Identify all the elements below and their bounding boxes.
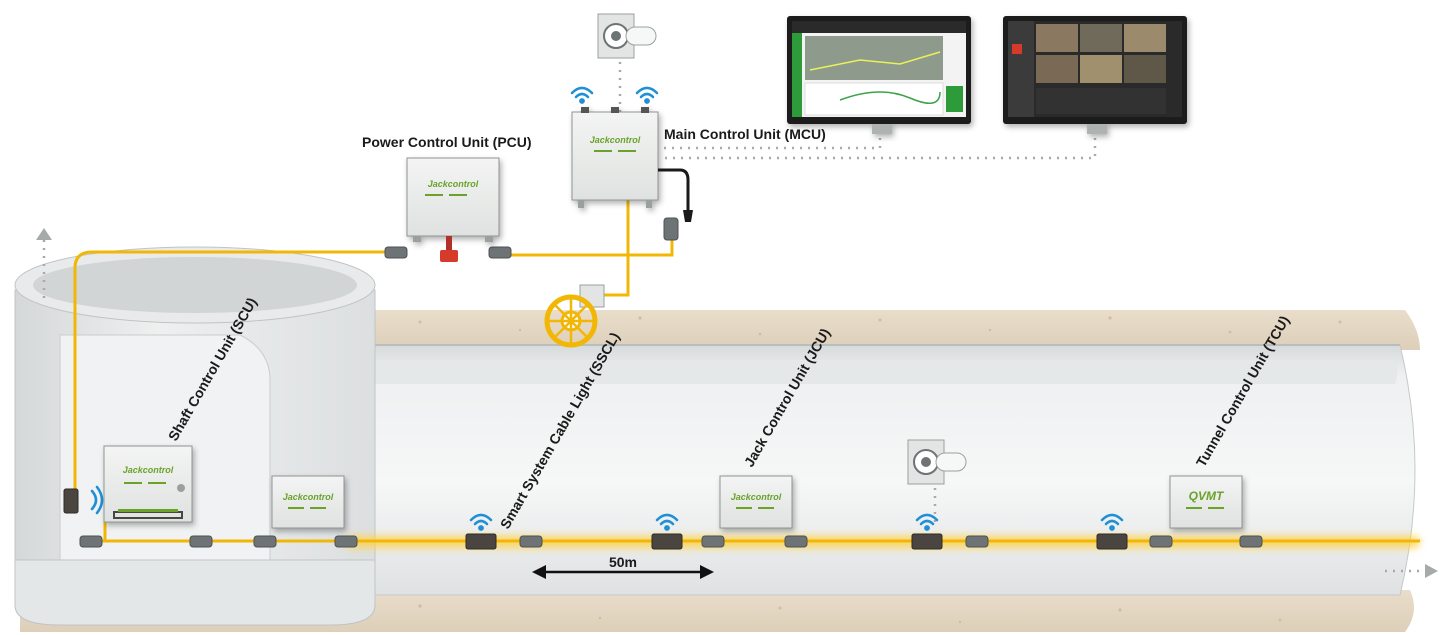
power-plug-icon [440,236,458,262]
right-arrow-icon [1425,564,1438,578]
mcu-monitor-1 [787,16,971,134]
pcu-box: Jackcontrol [406,157,500,242]
mcu-monitor-2 [1003,16,1187,134]
wifi-icon [655,513,679,531]
sscl-nodes [465,533,1128,550]
tunnel-pipe [239,344,1416,596]
scu-brand: Jackcontrol [123,465,174,475]
jcu-brand: Jackcontrol [731,492,782,502]
distance-label: 50m [609,554,637,570]
pcu-label: Power Control Unit (PCU) [362,134,532,150]
pcu-brand: Jackcontrol [428,179,479,189]
data-connections [42,62,1425,573]
power-cord [658,168,690,210]
distance-arrow [532,565,714,579]
shaft-box-2-brand: Jackcontrol [283,492,334,502]
mcu-label: Main Control Unit (MCU) [664,126,826,142]
mcu-brand: Jackcontrol [590,135,641,145]
wifi-icon [469,513,493,531]
shaft-sensor [63,488,79,514]
wifi-icon [915,513,939,531]
power-plug-icon [683,210,693,222]
cable-connectors [79,217,1263,548]
wifi-icon [635,86,659,104]
wifi-icon [570,86,594,104]
shaft-box-2: Jackcontrol [271,475,345,529]
cable-reel-icon [544,284,605,348]
jcu-box: Jackcontrol [719,475,793,529]
wifi-icons [90,86,1124,531]
shaft [14,246,376,626]
camera-icon [597,13,657,59]
tcu-brand: QVMT [1189,489,1225,503]
wifi-side-icon [90,485,104,515]
tcu-box: QVMT [1169,475,1243,529]
camera-icon [907,439,967,485]
scu-box: Jackcontrol [103,445,193,523]
up-arrow-icon [36,228,52,240]
mcu-box: Jackcontrol [571,107,659,208]
wifi-icon [1100,513,1124,531]
